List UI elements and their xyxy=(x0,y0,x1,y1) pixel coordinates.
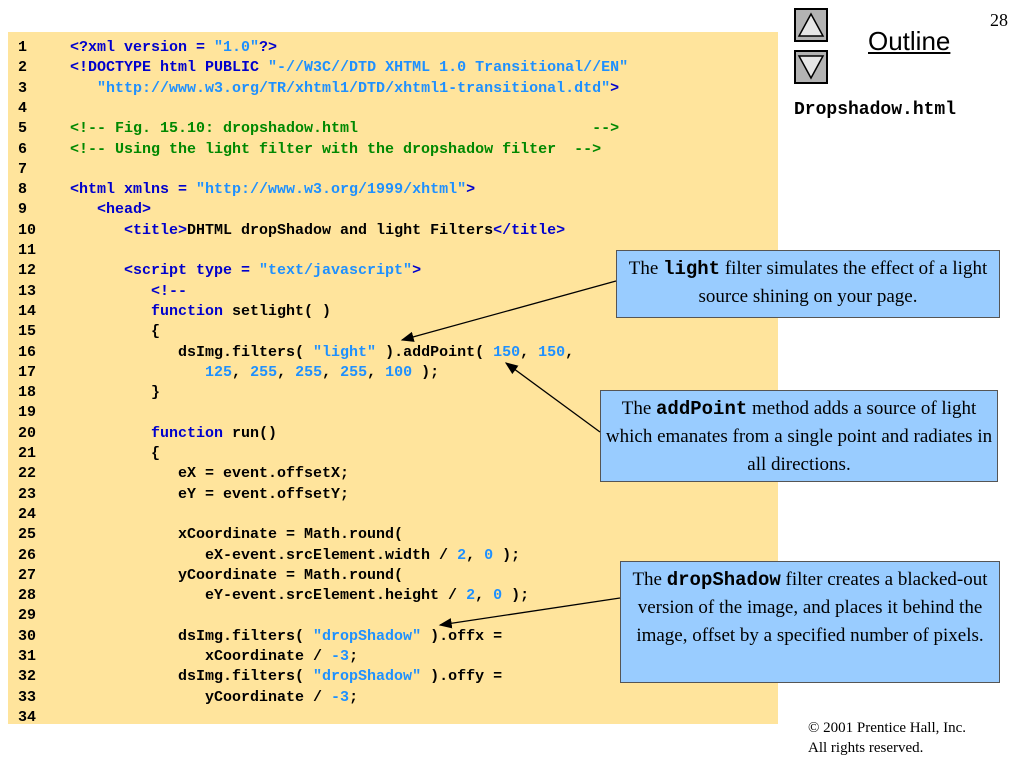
code-listing: 1 <?xml version = "1.0"?> 2 <!DOCTYPE html … xyxy=(8,32,778,726)
code-text: <!-- Fig. 15.10: dropshadow.html --> xyxy=(70,120,620,138)
code-text: function run() xyxy=(70,424,278,442)
code-text: function setlight( ) xyxy=(70,302,332,320)
code-text: <title>DHTML dropShadow and light Filter… xyxy=(70,221,566,239)
code-text: dsImg.filters( "dropShadow" ).offy = xyxy=(70,668,503,686)
line-number: 31 xyxy=(18,648,37,665)
callout-addpoint: The addPoint method adds a source of lig… xyxy=(600,390,998,482)
line-number: 7 xyxy=(18,160,28,178)
code-text: "http://www.w3.org/TR/xhtml1/DTD/xhtml1-… xyxy=(97,79,620,97)
line-number: 26 xyxy=(18,546,37,564)
line-number: 21 xyxy=(18,445,37,462)
line-number: 3 xyxy=(18,79,28,97)
code-text: yCoordinate = Math.round( xyxy=(70,566,404,584)
code-text: { xyxy=(70,445,161,462)
line-number: 6 xyxy=(18,140,28,158)
line-number: 8 xyxy=(18,181,28,199)
code-text: } xyxy=(70,384,161,402)
code-text: <head> xyxy=(70,201,152,219)
next-slide-button[interactable] xyxy=(794,50,828,84)
code-text: <!-- Using the light filter with the dro… xyxy=(70,140,602,158)
line-number: 14 xyxy=(18,302,37,320)
code-text: <!DOCTYPE html PUBLIC "-//W3C//DTD XHTML… xyxy=(70,59,629,77)
line-number: 27 xyxy=(18,566,37,584)
triangle-down-icon xyxy=(797,55,825,80)
line-number: 33 xyxy=(18,688,37,706)
line-number: 30 xyxy=(18,627,37,645)
code-text: xCoordinate / -3; xyxy=(70,648,359,665)
outline-link[interactable]: Outline xyxy=(868,26,951,56)
file-name: Dropshadow.html xyxy=(794,100,957,120)
line-number: 9 xyxy=(18,201,28,219)
line-number: 32 xyxy=(18,668,37,686)
code-text: eX = event.offsetX; xyxy=(70,465,350,483)
code-text: <!-- xyxy=(70,282,188,300)
footer: © 2001 Prentice Hall, Inc. All rights re… xyxy=(808,718,966,758)
line-number: 5 xyxy=(18,120,28,138)
code-text: <html xmlns = "http://www.w3.org/1999/xh… xyxy=(70,181,476,199)
line-number: 22 xyxy=(18,465,37,483)
code-text: dsImg.filters( "light" ).addPoint( 150, … xyxy=(70,343,575,361)
code-text: dsImg.filters( "dropShadow" ).offx = xyxy=(70,627,503,645)
line-number: 15 xyxy=(18,323,37,341)
copyright-text: © 2001 Prentice Hall, Inc. xyxy=(808,720,967,736)
line-number: 11 xyxy=(18,242,37,259)
code-text: <script type = "text/javascript"> xyxy=(70,262,422,280)
line-number: 29 xyxy=(18,607,37,625)
line-number: 25 xyxy=(18,526,37,544)
line-number: 28 xyxy=(18,587,37,605)
line-number: 10 xyxy=(18,221,37,239)
callout-light: The light filter simulates the effect of… xyxy=(616,250,1000,318)
page-number: 28 xyxy=(990,10,1008,30)
code-text: xCoordinate = Math.round( xyxy=(70,526,404,544)
line-number: 23 xyxy=(18,485,37,503)
line-number: 34 xyxy=(18,708,37,726)
line-number: 16 xyxy=(18,343,37,361)
callout-dropshadow: The dropShadow filter creates a blacked-… xyxy=(620,561,1000,683)
code-text: eY = event.offsetY; xyxy=(70,485,350,503)
line-number: 1 xyxy=(18,39,28,56)
line-number: 19 xyxy=(18,404,37,422)
code-text: eY-event.srcElement.height / 2, 0 ); xyxy=(70,587,530,605)
code-text: yCoordinate / -3; xyxy=(70,688,359,706)
line-number: 18 xyxy=(18,384,37,402)
line-number: 12 xyxy=(18,262,37,280)
line-number: 17 xyxy=(18,363,37,381)
line-number: 13 xyxy=(18,282,37,300)
rights-text: All rights reserved. xyxy=(808,740,924,756)
triangle-up-icon xyxy=(797,12,825,37)
line-number: 24 xyxy=(18,505,37,523)
code-text: <?xml version = "1.0"?> xyxy=(70,39,278,56)
line-number: 4 xyxy=(18,99,28,117)
line-number: 20 xyxy=(18,424,37,442)
line-number: 2 xyxy=(18,59,28,77)
code-text: 125, 255, 255, 255, 100 ); xyxy=(205,363,440,381)
code-text: eX-event.srcElement.width / 2, 0 ); xyxy=(70,546,521,564)
previous-slide-button[interactable] xyxy=(794,8,828,42)
code-text: { xyxy=(70,323,161,341)
